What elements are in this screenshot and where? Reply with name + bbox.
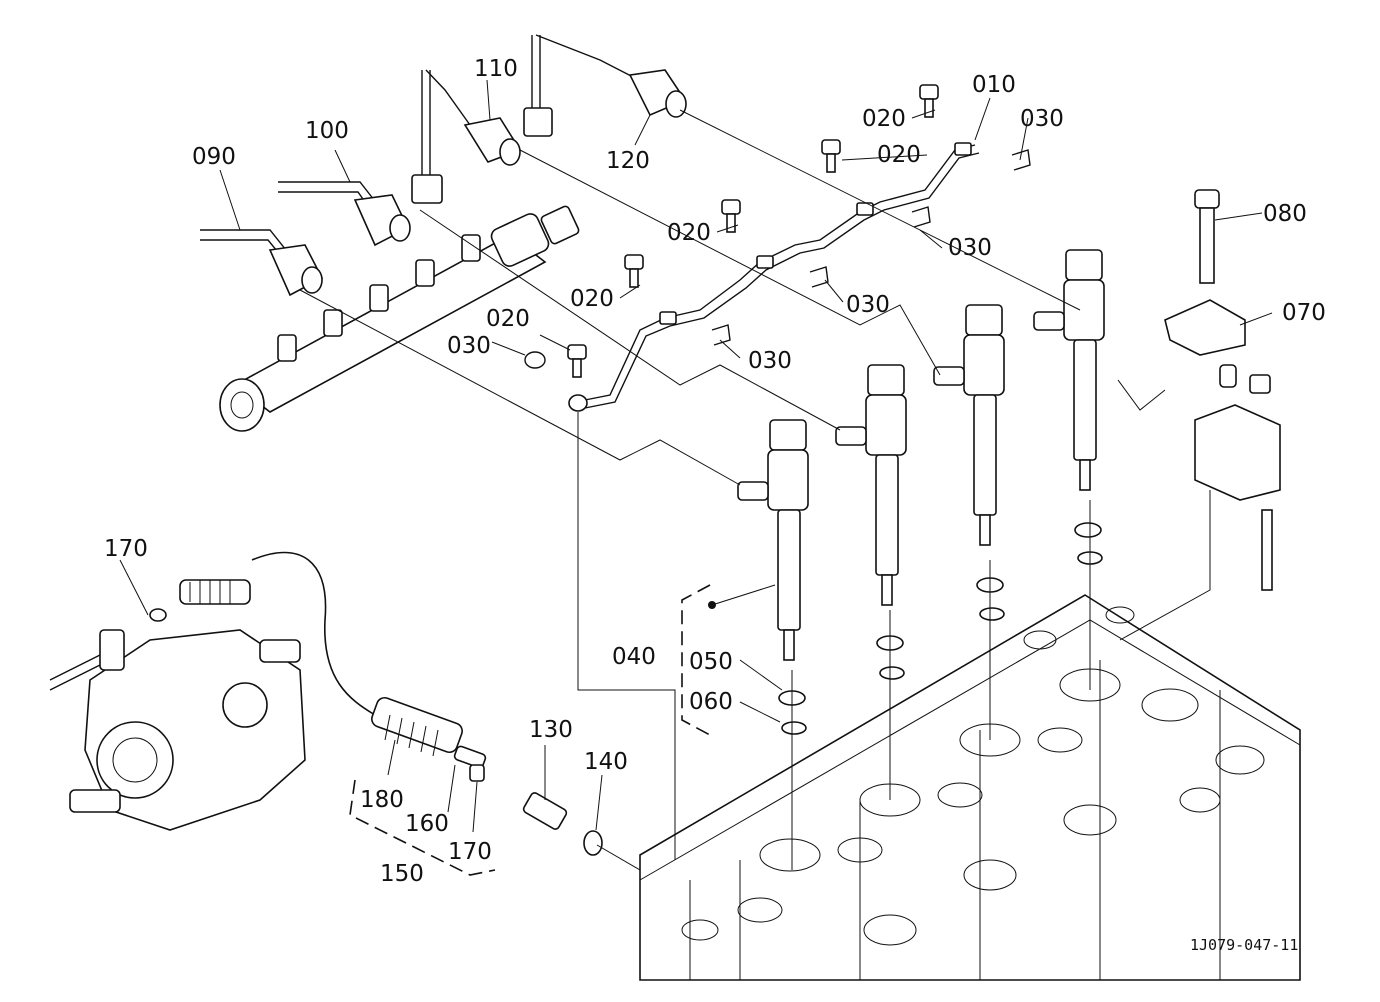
- callout-020-top: 020: [862, 106, 906, 132]
- callout-030-top: 030: [1020, 106, 1064, 132]
- group-brackets: [349, 584, 776, 876]
- injection-pipes: [200, 34, 687, 297]
- callout-110: 110: [474, 56, 518, 82]
- callout-140: 140: [584, 749, 628, 775]
- fuel-rail: [219, 205, 580, 432]
- bolts-and-clips: [524, 84, 1031, 378]
- callout-130: 130: [529, 717, 573, 743]
- callout-070: 070: [1282, 300, 1326, 326]
- callout-030-fourth: 030: [447, 333, 491, 359]
- callout-160: 160: [405, 811, 449, 837]
- callout-020-fifth: 020: [486, 306, 530, 332]
- injector-2: [835, 364, 907, 606]
- callout-050: 050: [689, 649, 733, 675]
- figure-code: 1J079-047-11: [1190, 936, 1298, 954]
- wire-harness: [251, 551, 603, 856]
- injector-clamp: [1164, 189, 1281, 591]
- callout-020-fourth: 020: [570, 286, 614, 312]
- callout-180: 180: [360, 787, 404, 813]
- callout-150: 150: [380, 861, 424, 887]
- callout-020-second: 020: [877, 142, 921, 168]
- callout-020-third: 020: [667, 220, 711, 246]
- callout-100: 100: [305, 118, 349, 144]
- callout-080: 080: [1263, 201, 1307, 227]
- callout-030-fifth: 030: [748, 348, 792, 374]
- callout-170-bottom: 170: [448, 839, 492, 865]
- callout-060: 060: [689, 689, 733, 715]
- injector-1: [737, 419, 809, 661]
- callout-030-third: 030: [846, 292, 890, 318]
- callout-120: 120: [606, 148, 650, 174]
- callout-010: 010: [972, 72, 1016, 98]
- leader-lines: [299, 109, 1211, 871]
- callout-040: 040: [612, 644, 656, 670]
- injector-4: [1033, 249, 1105, 491]
- callout-leaders: [119, 79, 1273, 833]
- callout-labels: 010 020 030 020 020 030 020 030 020 030 …: [104, 56, 1326, 887]
- callout-090: 090: [192, 144, 236, 170]
- leak-off-pipe: [568, 142, 980, 412]
- cylinder-head: [639, 594, 1301, 981]
- callout-170-top: 170: [104, 536, 148, 562]
- injector-3: [933, 304, 1005, 546]
- callout-030-second: 030: [948, 235, 992, 261]
- supply-pump: [49, 579, 306, 831]
